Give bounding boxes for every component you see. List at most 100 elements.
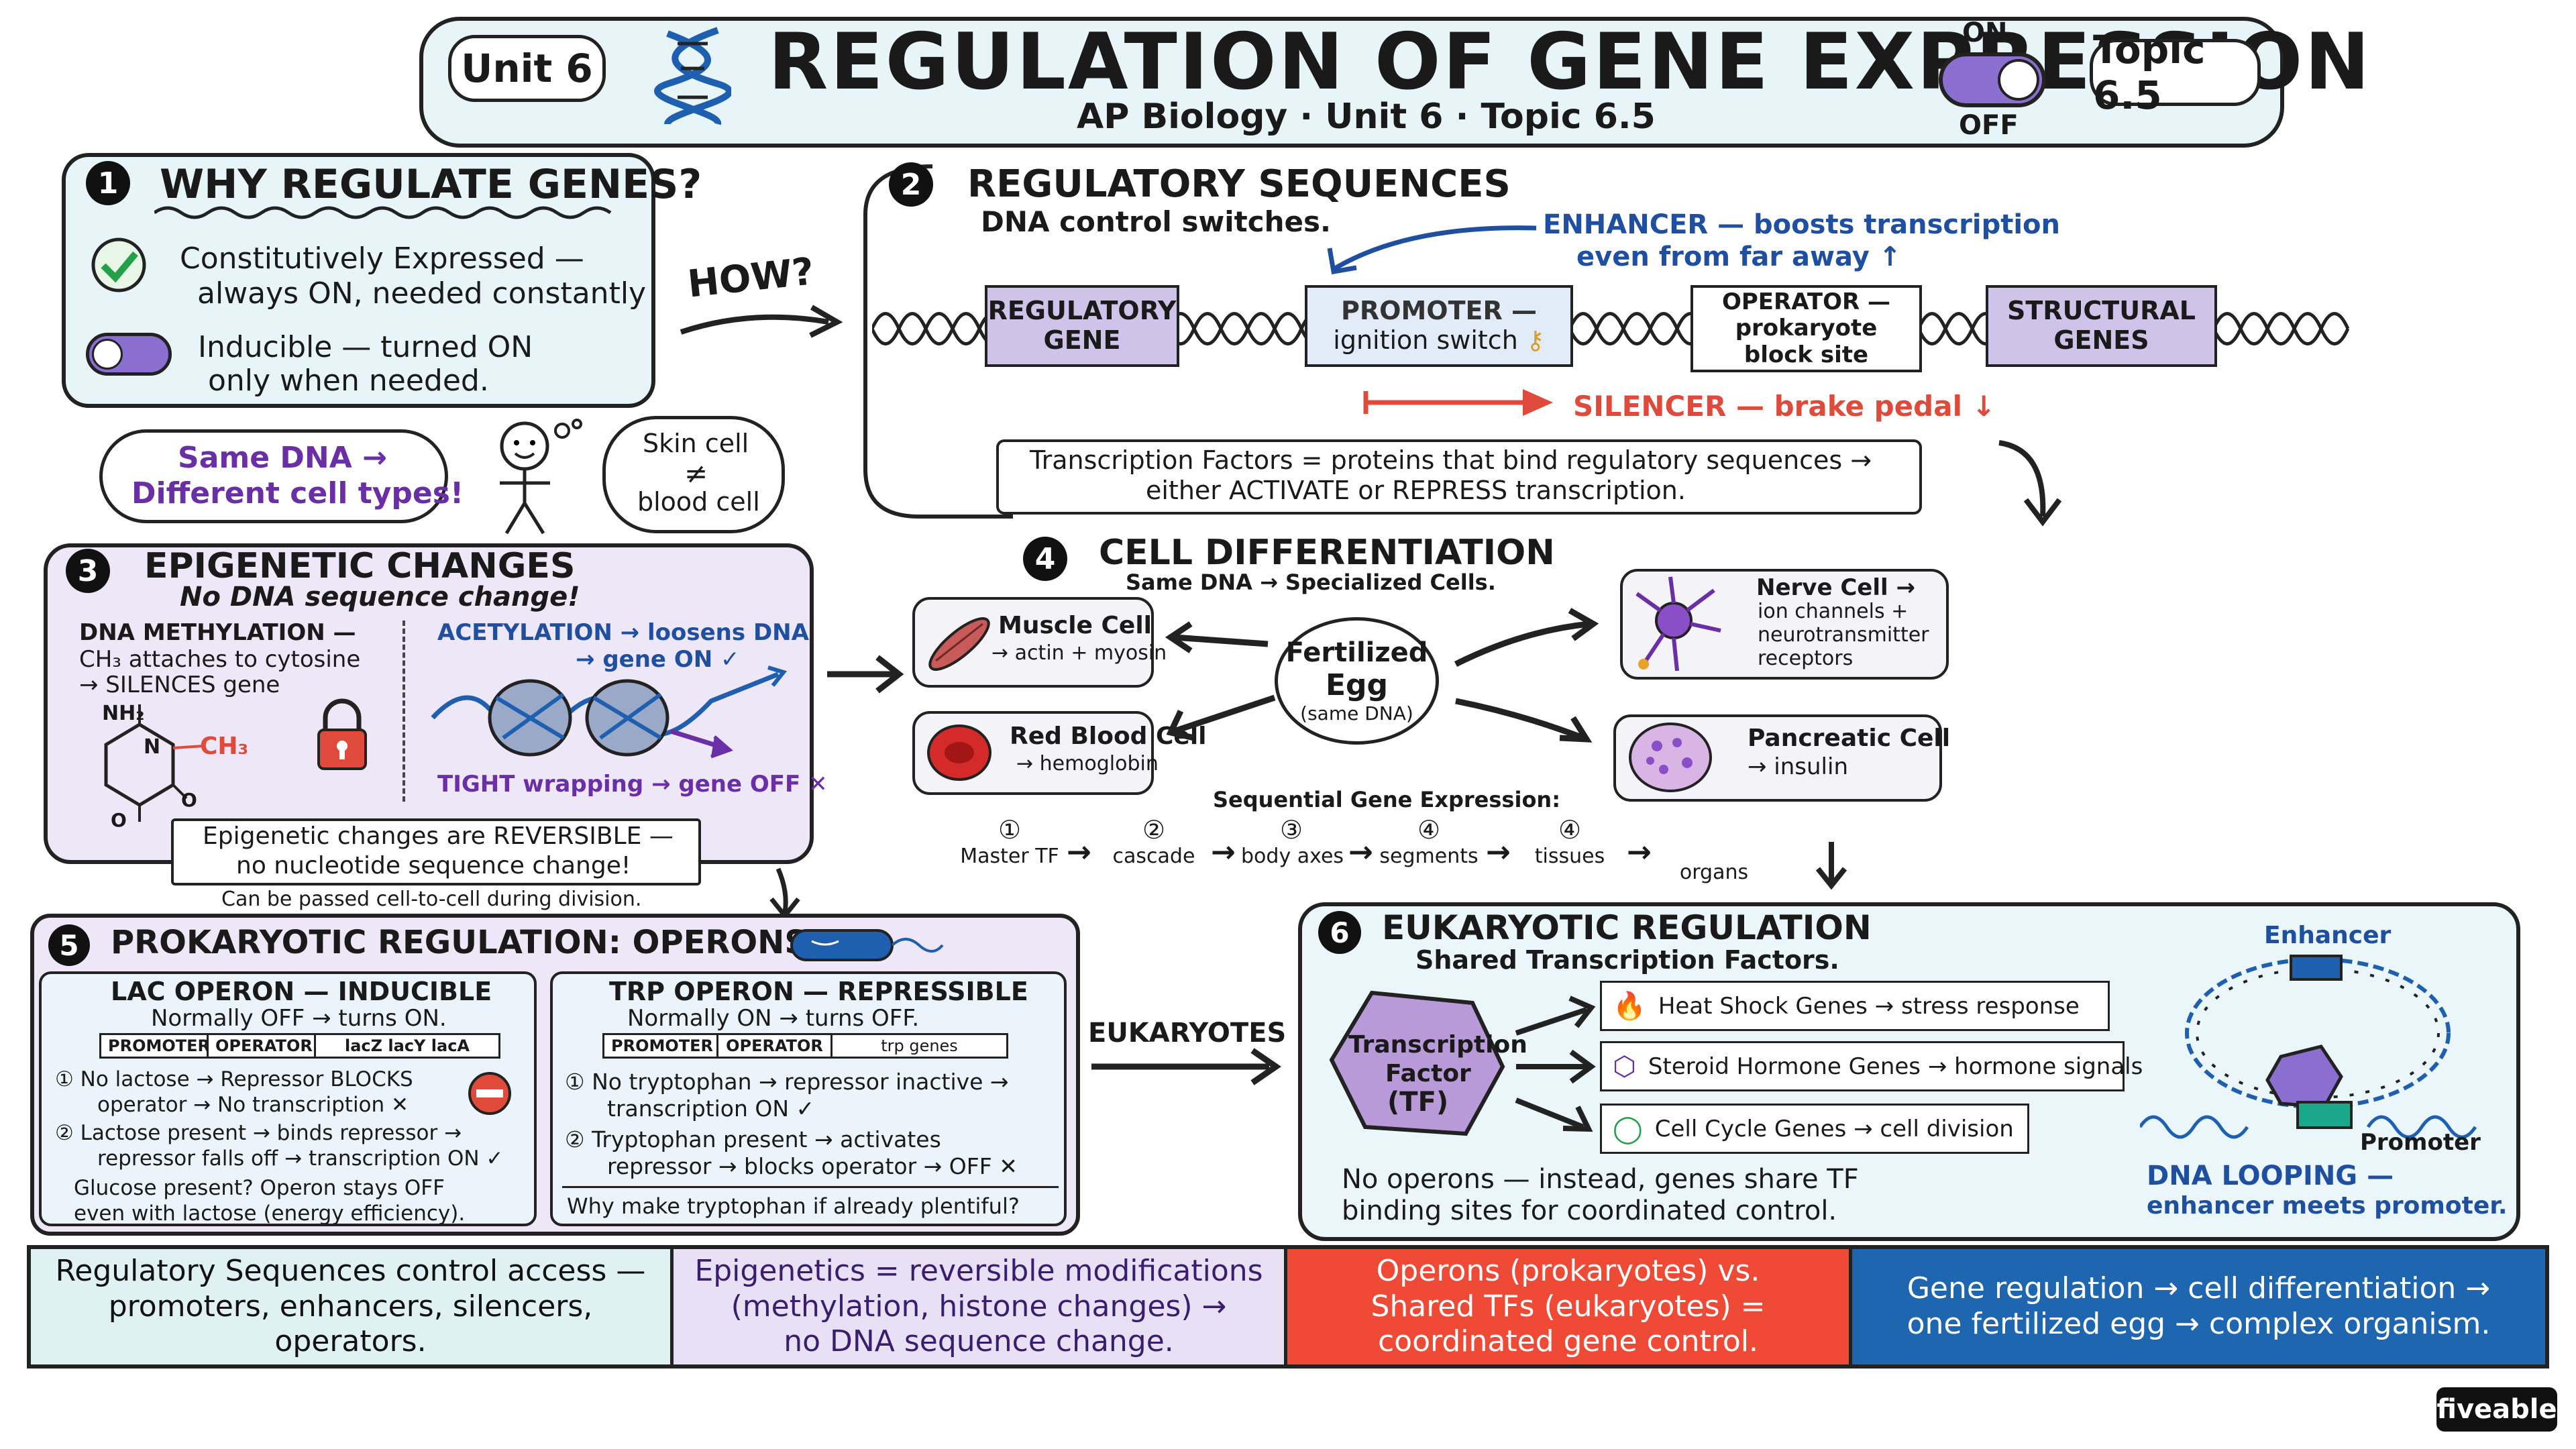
tf-definition-text: Transcription Factors = proteins that bi… [1030,445,1872,475]
lac-step: ① No lactose → Repressor BLOCKS [55,1067,413,1091]
section-number: 1 [86,161,130,205]
step-label: tissues [1534,845,1605,868]
summary-differentiation: Gene regulation → cell differentiation →… [1852,1249,2545,1364]
arrow-right [827,655,904,694]
trp-subtitle: Normally ON → turns OFF. [627,1005,920,1032]
fertilized-egg: Fertilized Egg (same DNA) [1275,617,1439,745]
nerve-cell-desc: ion channels + [1758,600,1909,623]
eukaryotes-arrow [1091,1048,1281,1085]
step-number: ① [998,815,1022,845]
step-arrow: → [1067,835,1091,869]
section-number: 6 [1318,911,1361,954]
step-number [1664,831,1764,861]
reversible-text: no nucleotide sequence change! [236,852,631,879]
regulatory-gene-block: REGULATORY GENE [985,285,1179,367]
molecule-icon: ⬡ [1613,1051,1636,1082]
inducible-toggle-icon [86,333,172,376]
dna-looping-desc: enhancer meets promoter. [2147,1192,2508,1220]
section-title: WHY REGULATE GENES? [160,161,702,208]
passed-text: Can be passed cell-to-cell during divisi… [221,888,642,911]
muscle-cell-icon [928,617,990,671]
pancreatic-cell-icon [1629,722,1712,792]
step-number: ③ [1279,815,1303,845]
cloud-text: Skin cell [643,429,749,458]
lac-title: LAC OPERON — INDUCIBLE [111,977,492,1006]
eukaryotic-note: binding sites for coordinated control. [1342,1195,1837,1226]
sequential-title: Sequential Gene Expression: [1213,787,1560,812]
methylation-text: → SILENCES gene [79,672,280,698]
brand-logo: fiveable [2436,1387,2557,1432]
bubble-text: Different cell types! [131,476,464,511]
section-title: CELL DIFFERENTIATION [1099,533,1555,573]
dna-helix-icon [654,27,731,125]
lac-note: Glucose present? Operon stays OFF [74,1176,445,1200]
lac-step: ② Lactose present → binds repressor → [55,1121,462,1145]
tight-wrapping-text: TIGHT wrapping → gene OFF ✕ [437,771,828,798]
page-subtitle: AP Biology · Unit 6 · Topic 6.5 [1077,97,1656,137]
squiggle-underline [154,206,612,219]
key-icon: ⚷ [1525,325,1545,355]
enhancer-label: ENHANCER — boosts transcription [1543,209,2060,240]
section-number: 5 [48,924,90,966]
dna-loop-icon [2140,955,2477,1139]
lac-subtitle: Normally OFF → turns ON. [151,1005,447,1032]
acetylation-desc: → gene ON ✓ [576,646,740,673]
reversible-text: Epigenetic changes are REVERSIBLE — [203,822,674,850]
trp-step: ① No tryptophan → repressor inactive → [565,1069,1009,1095]
bacterium-icon [790,929,944,961]
silencer-arrow [1363,389,1553,416]
silencer-label: SILENCER — brake pedal ↓ [1573,390,1996,423]
nerve-cell-icon [1635,576,1721,672]
o-label: O [111,809,127,831]
summary-regulatory: Regulatory Sequences control access —pro… [31,1249,674,1364]
step-arrow: → [1627,835,1652,869]
check-icon [91,237,146,292]
lac-note: even with lactose (energy efficiency). [74,1201,466,1226]
step-label: cascade [1112,845,1195,868]
differentiation-arrows [1165,608,1599,743]
constitutive-desc: always ON, needed constantly [197,276,647,311]
sequence-step: organs [1664,831,1764,884]
methylation-title: DNA METHYLATION — [79,619,356,646]
step-label: organs [1679,861,1749,884]
step-arrow: → [1211,835,1236,869]
tf-label: (TF) [1387,1087,1449,1118]
summary-epigenetics: Epigenetics = reversible modifications(m… [674,1249,1287,1364]
tf-definition-text: either ACTIVATE or REPRESS transcription… [1146,476,1686,505]
constitutive-text: Constitutively Expressed — [180,241,584,276]
section-subtitle: DNA control switches. [981,205,1331,238]
lac-operon-panel [39,971,537,1226]
cycle-icon: ◯ [1613,1113,1643,1144]
step-arrow: → [1486,835,1511,869]
section-title: REGULATORY SEQUENCES [967,162,1511,206]
section-subtitle: No DNA sequence change! [180,582,580,612]
on-off-toggle[interactable] [1939,52,2046,107]
enhancer-desc: even from far away ↑ [1576,241,1902,272]
eukaryotic-note: No operons — instead, genes share TF [1342,1164,1859,1195]
trp-note-divider [562,1186,1059,1188]
tf-definition-box [996,439,1922,515]
arrow-down [1815,842,1847,890]
speech-bubble [99,429,448,523]
enhancer-label: Enhancer [2264,922,2392,949]
toggle-knob [1998,59,2039,101]
trp-operon-panel [550,971,1067,1226]
blocked-icon [468,1072,511,1115]
step-label: body axes [1241,845,1344,868]
curved-arrow-down [1998,440,2062,527]
inducible-text: Inducible — turned ON [198,330,533,364]
muscle-cell-title: Muscle Cell [998,612,1152,639]
o-label: O [181,789,197,811]
heat-shock-row: 🔥Heat Shock Genes → stress response [1600,981,2110,1031]
n-label: N [144,735,161,759]
section-subtitle: Shared Transcription Factors. [1415,945,1839,975]
nucleosome-icon [431,665,788,759]
section-title: EUKARYOTIC REGULATION [1382,908,1872,947]
pancreatic-cell-desc: → insulin [1748,753,1848,780]
section-subtitle: Same DNA → Specialized Cells. [1126,570,1496,595]
tf-arrows [1515,996,1596,1132]
cytosine-molecule-icon [104,704,204,822]
rbc-desc: → hemoglobin [1016,752,1159,775]
